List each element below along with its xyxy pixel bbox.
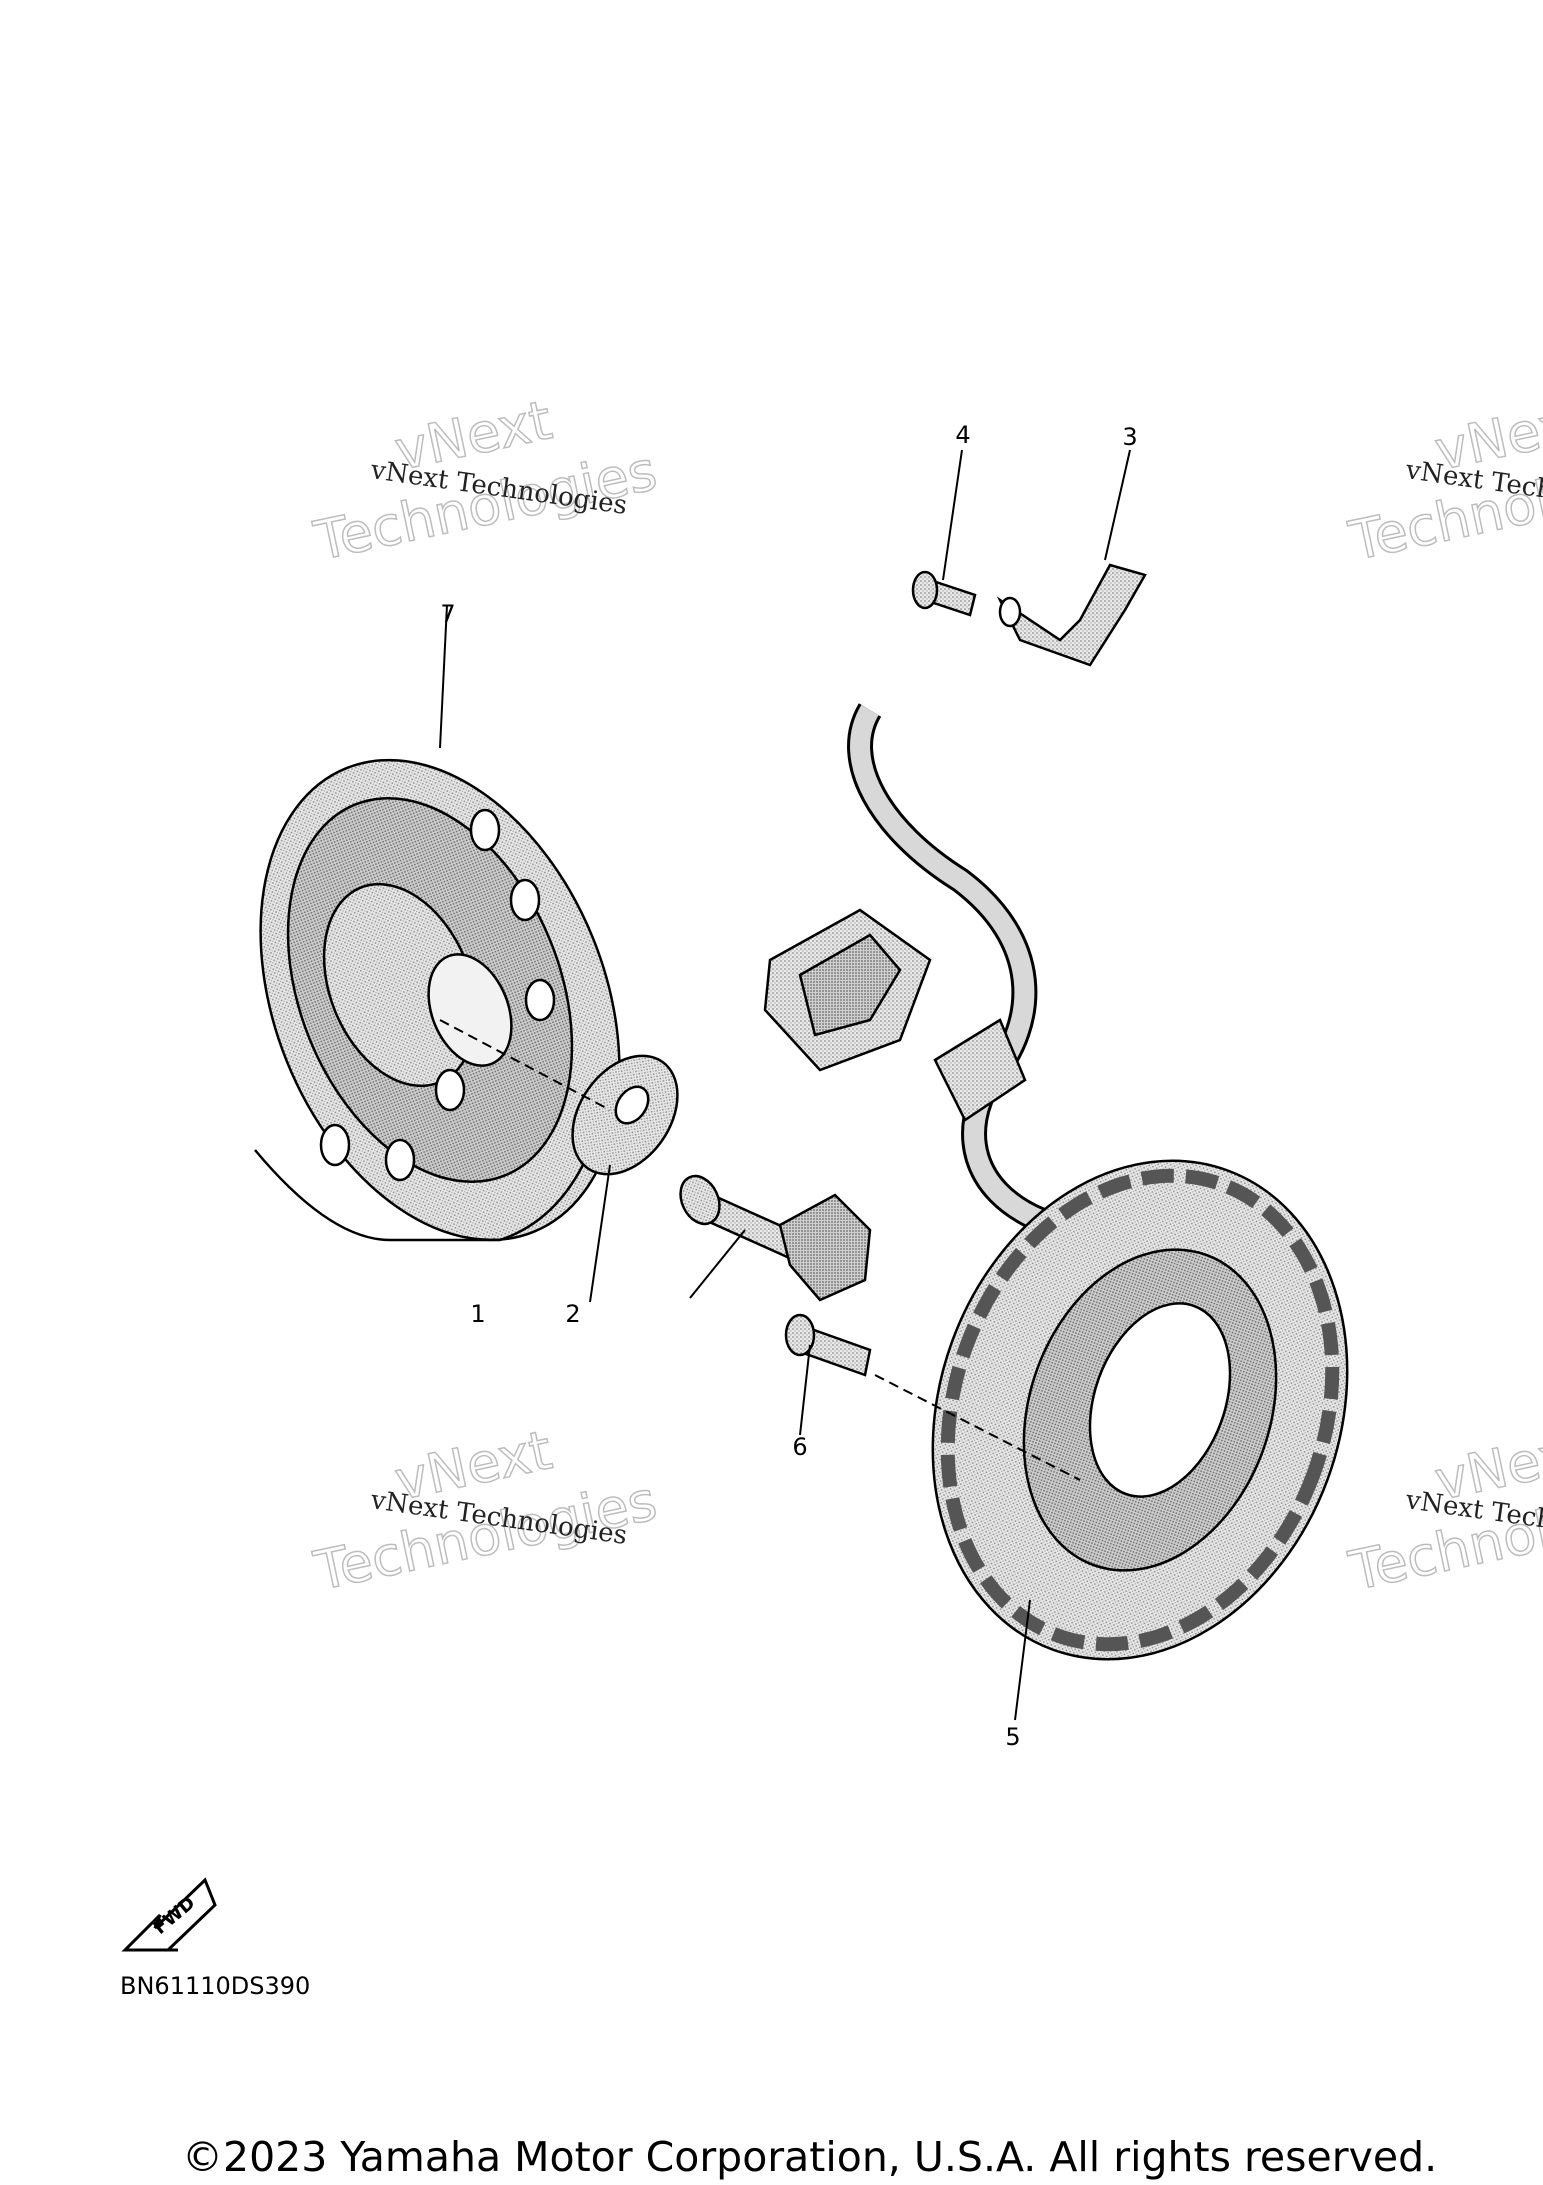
watermark-bottom-right: vNext Technologies vNext Technologies bbox=[1343, 1418, 1543, 1604]
watermark-top-right: vNext Technologies vNext Technologies bbox=[1343, 388, 1543, 574]
part-rotor-flywheel bbox=[254, 758, 621, 1242]
forward-arrow-icon: FWD bbox=[121, 1877, 217, 1952]
copyright-notice: ©2023 Yamaha Motor Corporation, U.S.A. A… bbox=[182, 2133, 1438, 2181]
leader-lines bbox=[439, 449, 1131, 1721]
diagram-code: BN61110DS390 bbox=[120, 1972, 311, 2000]
callout-numbers: 1 2 3 4 5 6 7 bbox=[440, 421, 1137, 1751]
part-washer bbox=[571, 1054, 679, 1176]
callout-1: 1 bbox=[470, 1300, 485, 1328]
watermark-top-left: vNext Technologies vNext Technologies bbox=[308, 388, 663, 574]
callout-5: 5 bbox=[1005, 1723, 1020, 1751]
part-bolt bbox=[679, 1174, 872, 1302]
part-stator bbox=[931, 1159, 1349, 1661]
part-small-screw bbox=[911, 570, 977, 617]
callout-4: 4 bbox=[955, 421, 970, 449]
watermark-bottom-left: vNext Technologies vNext Technologies bbox=[308, 1418, 663, 1604]
callout-6: 6 bbox=[792, 1433, 807, 1461]
part-clamp bbox=[996, 563, 1147, 667]
part-screw bbox=[784, 1313, 872, 1377]
callout-2: 2 bbox=[565, 1300, 580, 1328]
callout-7: 7 bbox=[440, 600, 455, 628]
alignment-lines bbox=[439, 1019, 1081, 1481]
callout-3: 3 bbox=[1122, 423, 1137, 451]
